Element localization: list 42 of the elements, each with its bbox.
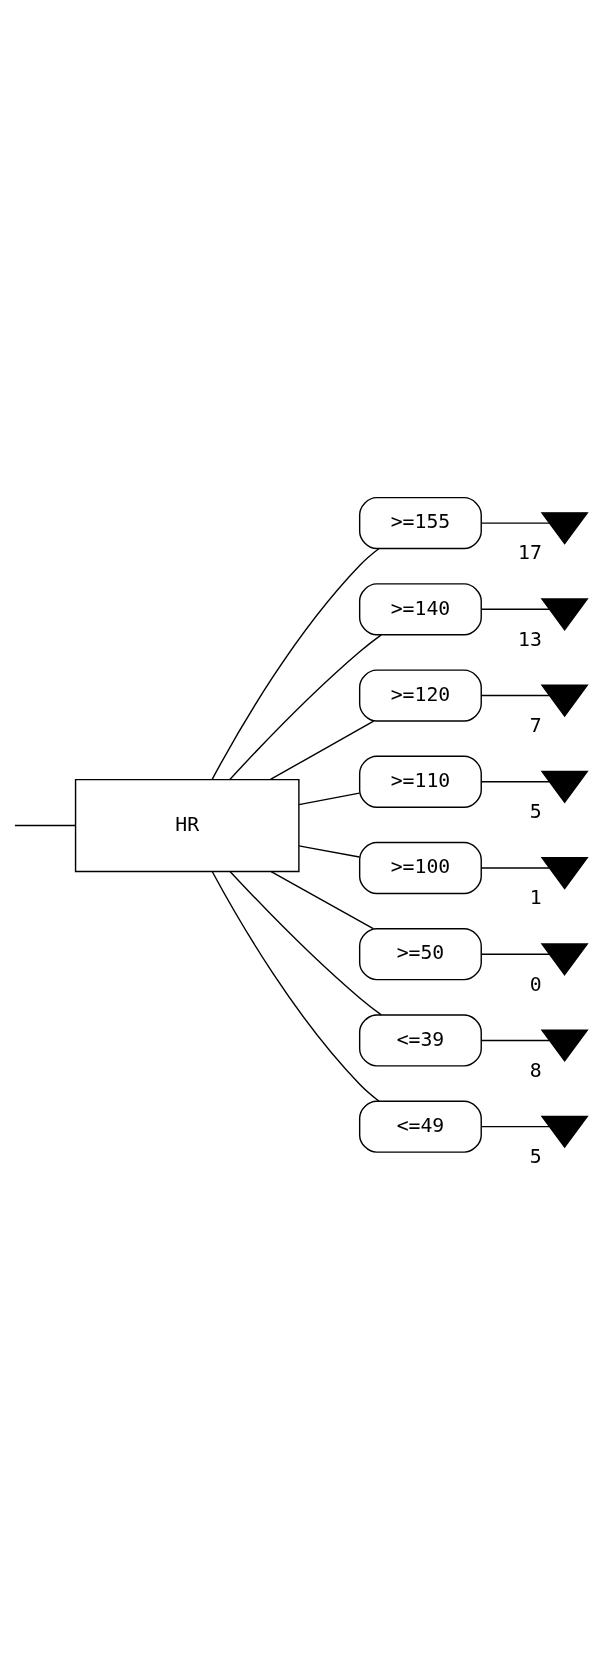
connector	[480, 1039, 550, 1042]
node-box: <=39	[358, 1014, 482, 1067]
node-label: 1	[529, 886, 542, 910]
connector	[211, 871, 380, 1102]
connector	[211, 547, 380, 780]
node-label: 5	[529, 800, 542, 824]
node-box: >=140	[358, 583, 482, 636]
node-label: 13	[518, 627, 542, 651]
node-label: 0	[529, 972, 542, 996]
connector	[14, 824, 77, 827]
node-box: >=120	[358, 669, 482, 722]
connector	[480, 522, 550, 524]
connector	[298, 792, 361, 806]
node-box: <=49	[358, 1100, 482, 1153]
connector	[480, 608, 550, 611]
connector	[270, 870, 374, 930]
node-triangle	[540, 598, 589, 631]
node-box: HR	[74, 778, 300, 873]
connector	[480, 781, 550, 783]
connector	[229, 870, 382, 1016]
node-box: >=110	[358, 755, 482, 808]
connector	[480, 1125, 550, 1128]
connector	[480, 867, 550, 869]
connector	[229, 634, 382, 781]
node-box: >=50	[358, 928, 482, 981]
connector	[480, 953, 550, 955]
node-box: >=100	[358, 841, 482, 895]
node-label: 5	[529, 1144, 542, 1168]
node-triangle	[540, 512, 589, 545]
node-triangle	[540, 857, 589, 890]
node-label: 8	[529, 1058, 542, 1082]
node-label: 17	[518, 541, 542, 565]
node-box: >=155	[358, 496, 482, 550]
node-label: 7	[529, 713, 542, 737]
node-triangle	[540, 770, 589, 804]
node-triangle	[540, 1115, 589, 1149]
node-triangle	[540, 684, 589, 718]
connector	[480, 694, 550, 697]
node-triangle	[540, 1029, 589, 1063]
connector	[298, 845, 361, 858]
node-triangle	[540, 943, 589, 976]
connector	[269, 720, 375, 781]
